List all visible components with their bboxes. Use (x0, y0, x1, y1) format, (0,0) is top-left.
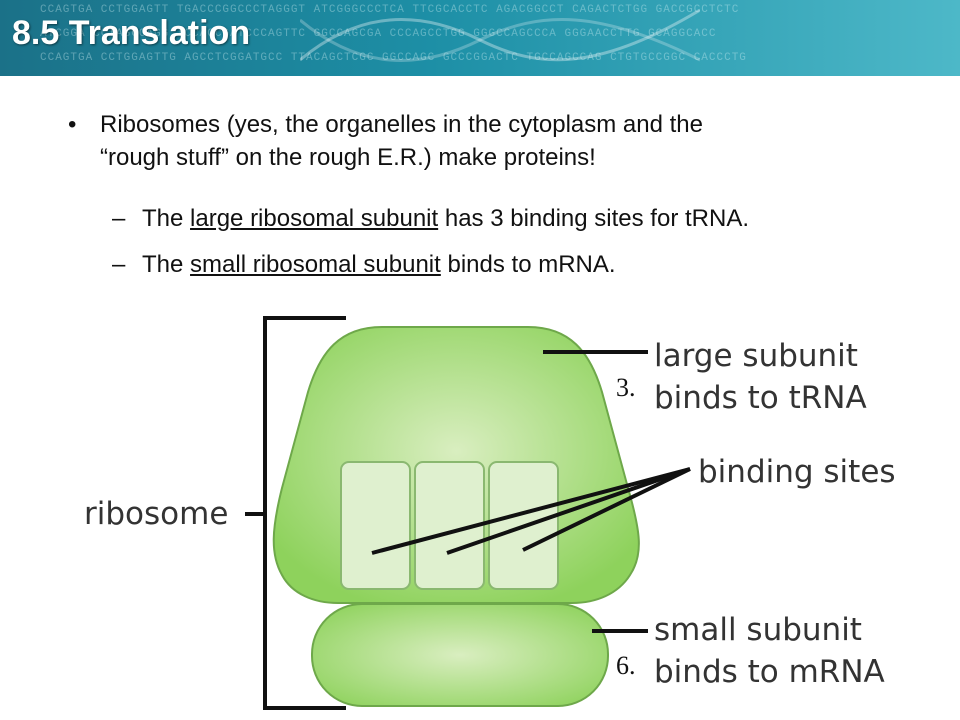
binding-site-2 (414, 461, 485, 590)
annotation-small-subunit: 6. (616, 651, 636, 680)
bullet-line: Ribosomes (yes, the organelles in the cy… (100, 111, 703, 138)
small-subunit-function-label: binds to mRNA (654, 654, 885, 690)
sub-bullet-text: The (142, 205, 191, 232)
underlined-term: small ribosomal subunit (190, 251, 441, 278)
slide-title: 8.5 Translation (12, 14, 251, 52)
sub-bullet-small-subunit: – The small ribosomal subunit binds to m… (112, 248, 960, 281)
sub-bullet-text: binds to mRNA. (440, 251, 616, 278)
small-subunit-label: small subunit (654, 612, 862, 648)
sub-bullet-text: has 3 binding sites for tRNA. (438, 205, 749, 232)
underlined-term: large ribosomal subunit (190, 205, 439, 232)
binding-site-leader-line (522, 467, 691, 552)
large-subunit-label: large subunit (654, 338, 858, 374)
sub-bullet-text: The (142, 251, 191, 278)
sub-bullet-dash: – (112, 251, 126, 278)
binding-sites-label: binding sites (698, 454, 896, 490)
sub-bullet-large-subunit: – The large ribosomal subunit has 3 bind… (112, 202, 960, 235)
bullet-line: “rough stuff” on the rough E.R.) make pr… (100, 144, 596, 171)
large-subunit-function-label: binds to tRNA (654, 380, 867, 416)
bullet-marker: • (68, 111, 77, 138)
dna-helix-graphic (300, 8, 700, 62)
banner-sequence-text: ATCGGA CCTAGCCAGG TCCAGCGATCCCAGTTC GGCC… (40, 28, 717, 40)
title-banner: CCAGTGA CCTGGAGTT TGACCCGGCCCTAGGGT ATCG… (0, 0, 960, 76)
annotation-large-subunit: 3. (616, 373, 636, 402)
small-subunit-shape (311, 603, 609, 707)
binding-site-leader-line (446, 467, 691, 555)
banner-sequence-text: CCAGTGA CCTGGAGTT TGACCCGGCCCTAGGGT ATCG… (40, 4, 740, 16)
banner-sequence-text: CCAGTGA CCTGGAGTTG AGCCTCGGATGCC TTACAGC… (40, 52, 747, 64)
binding-site-leader-line (371, 467, 691, 555)
ribosome-label: ribosome (84, 496, 228, 532)
binding-site-1 (340, 461, 411, 590)
sub-bullet-dash: – (112, 205, 126, 232)
main-bullet: • Ribosomes (yes, the organelles in the … (68, 108, 940, 174)
